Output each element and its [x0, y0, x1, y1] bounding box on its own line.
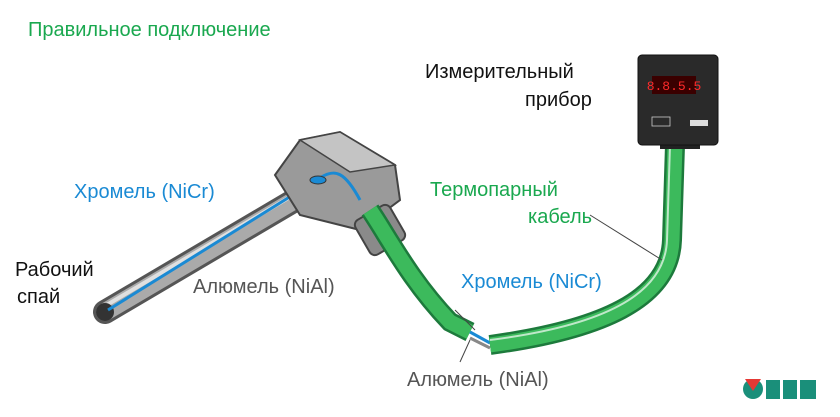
- oven-logo: [743, 379, 816, 399]
- cable-label-line1: Термопарный: [430, 179, 558, 201]
- junction-label-line1: Рабочий: [15, 259, 94, 281]
- page-title: Правильное подключение: [28, 19, 271, 41]
- device-display: 8.8.5.5: [647, 79, 702, 94]
- thermocouple-cable: [361, 144, 685, 363]
- cable-alumel-label: Алюмель (NiAl): [407, 369, 549, 391]
- device-label-line2: прибор: [525, 89, 592, 111]
- cable-label-line2: кабель: [528, 206, 593, 228]
- probe-tube: [93, 176, 321, 324]
- junction-label-line2: спай: [17, 286, 61, 308]
- device-label-line1: Измерительный: [425, 61, 574, 83]
- cable-chromel-label: Хромель (NiCr): [461, 271, 602, 293]
- probe-chromel-label: Хромель (NiCr): [74, 181, 215, 203]
- probe-alumel-label: Алюмель (NiAl): [193, 276, 335, 298]
- measuring-device: 8.8.5.5: [637, 54, 719, 149]
